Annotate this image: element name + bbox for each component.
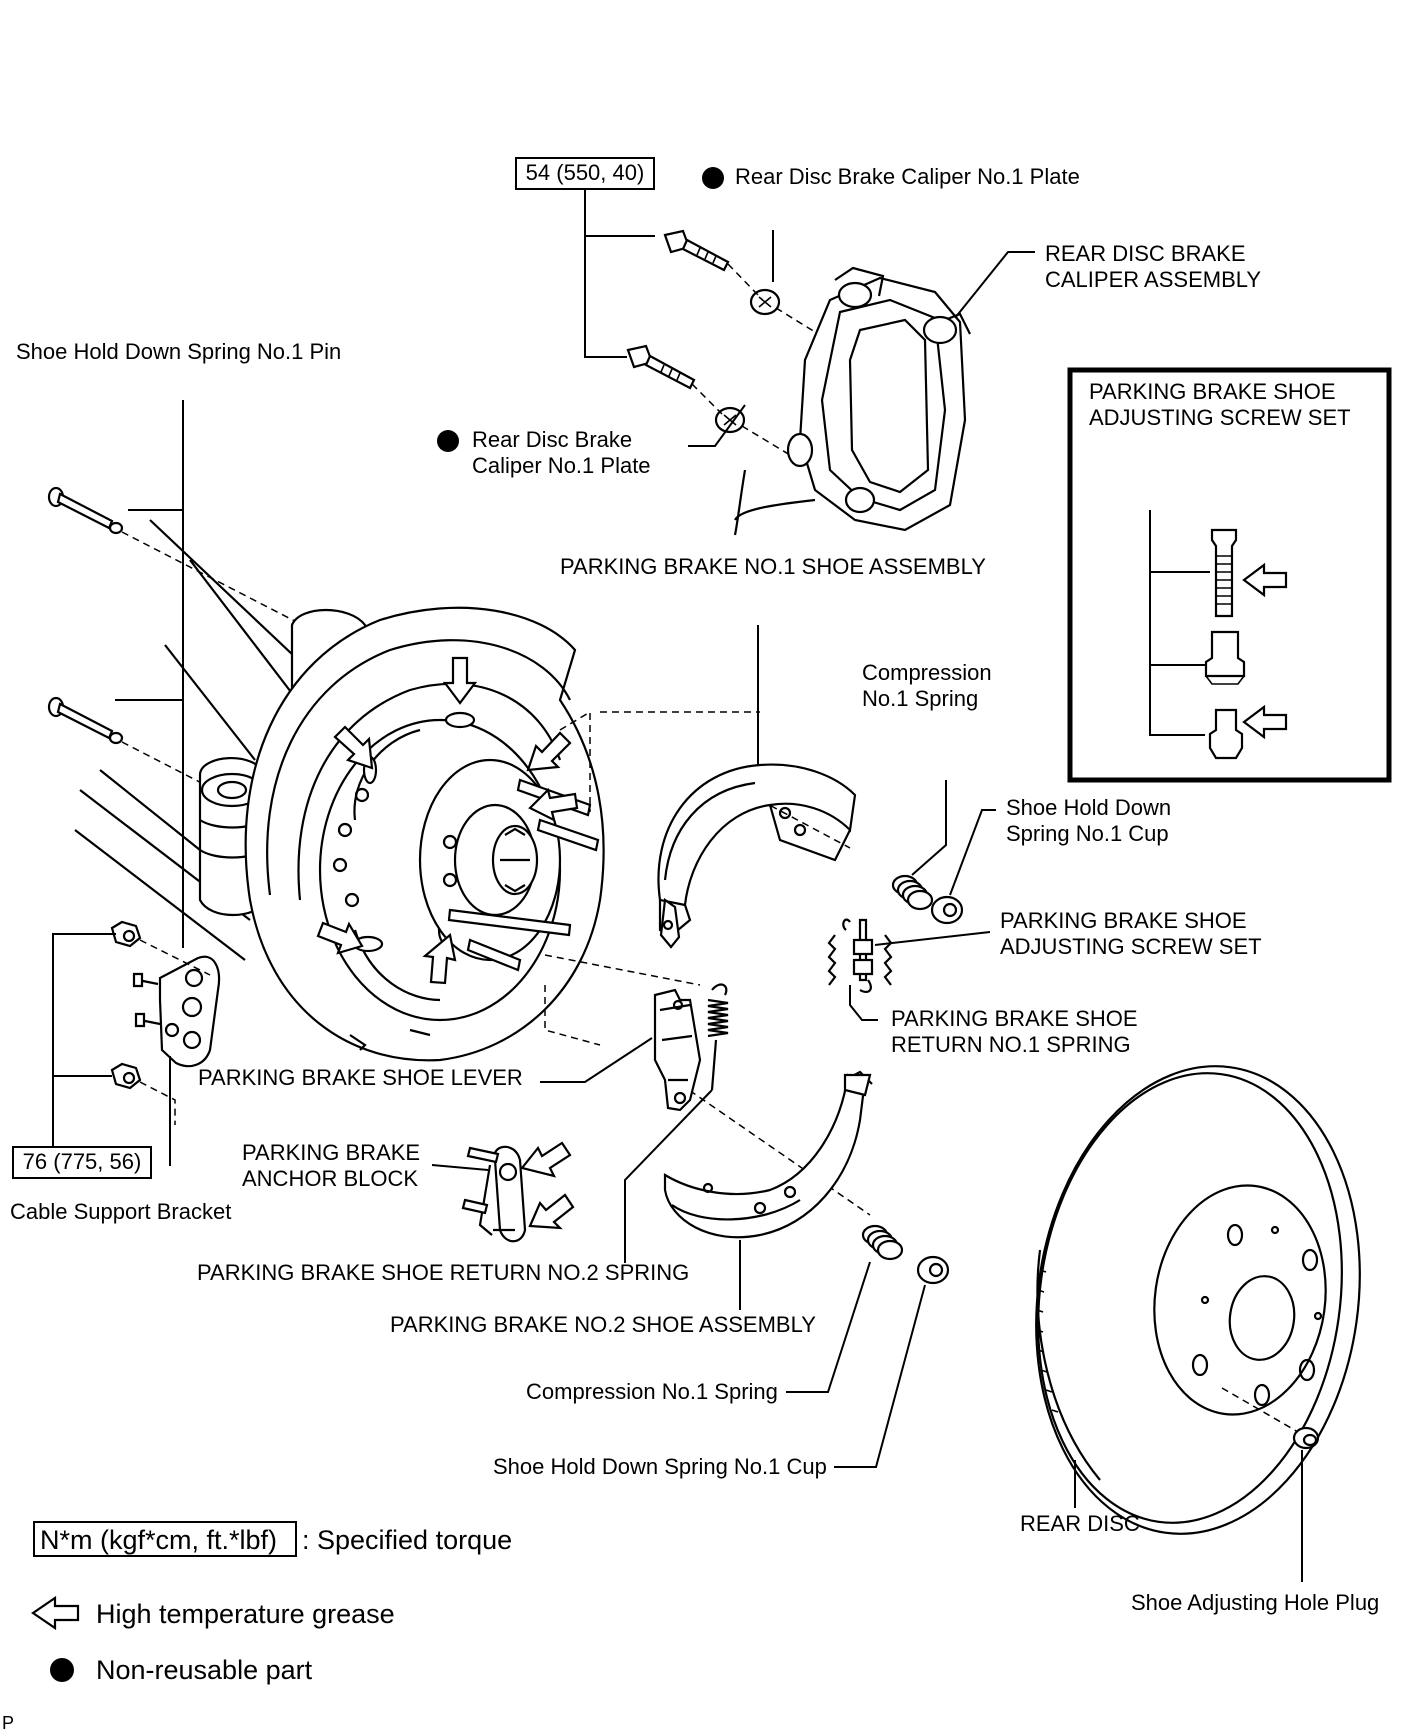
axle-hub [418,758,600,972]
torque-spec-top: 54 (550, 40) [515,157,655,190]
adjusting-screw-set [827,918,893,994]
grease-arrow-hub-top [526,731,572,772]
cup-lower-label: Shoe Hold Down Spring No.1 Cup [493,1454,827,1479]
anchor-block-label-2: ANCHOR BLOCK [242,1166,418,1191]
caliper-bolt-upper [663,229,730,272]
legend-nonreusable-text: Non-reusable part [96,1655,313,1685]
caliper-plate-upper [749,288,781,316]
return-no1-leader [849,985,878,1021]
caliper-assembly-label-1: REAR DISC BRAKE [1045,241,1246,266]
hole-plug [1292,1426,1320,1450]
compression-spring-upper [891,874,934,911]
grease-arrow-inset-2 [1242,704,1288,740]
compression-spring-lower [861,1224,904,1261]
anchor-block [461,1145,527,1243]
legend-grease-arrow [31,1595,80,1631]
hold-down-cup-upper [930,895,964,925]
caliper-assembly-leader [954,251,1035,319]
caliper-plate-mid-label-1: Rear Disc Brake [472,427,632,452]
compression-upper-label-2: No.1 Spring [862,686,978,711]
shoe-no2-assembly [663,1070,873,1239]
legend-torque-box: N*m (kgf*cm, ft.*lbf) [40,1525,277,1555]
legend-nonreusable-dot [50,1658,74,1682]
cable-support-bracket [132,955,221,1068]
cup-lower-leader [834,1284,926,1468]
grease-arrow-hub-mid [528,787,579,823]
inset-title-1: PARKING BRAKE SHOE [1089,379,1336,404]
grease-arrow-inset-1 [1242,562,1288,598]
caliper-assembly-label-2: CALIPER ASSEMBLY [1045,267,1261,292]
grease-arrow-anchor-top [520,1141,572,1178]
torque-bottom-label: 76 (775, 56) [23,1149,142,1174]
return-no1-label-1: PARKING BRAKE SHOE [891,1006,1138,1031]
return-spring-no2 [707,983,729,1091]
compression-upper-leader [911,780,947,876]
caliper-plate-lower [714,406,746,434]
inset-title-2: ADJUSTING SCREW SET [1089,405,1351,430]
bracket-bolt-lower [110,1062,142,1090]
bracket-bolt-upper [110,920,142,948]
grease-arrow-anchor-bottom [528,1193,575,1230]
hold-down-pin-label: Shoe Hold Down Spring No.1 Pin [16,339,341,364]
shoe-lever [653,988,702,1112]
torque-spec-bottom: 76 (775, 56) [12,1146,152,1179]
shoe-lever-leader [540,1037,653,1083]
torque-top-label: 54 (550, 40) [526,160,645,185]
hold-down-cup-lower [916,1255,950,1285]
rear-disc-label: REAR DISC [1020,1511,1140,1536]
adjusting-set-label-1: PARKING BRAKE SHOE [1000,908,1247,933]
cup-upper-label-2: Spring No.1 Cup [1006,821,1169,846]
caliper-plate-top-label: Rear Disc Brake Caliper No.1 Plate [735,164,1080,189]
torque-bottom-leader [52,933,116,1148]
grease-arrow-plate-top [442,656,478,705]
torque-top-leader [584,189,655,358]
grease-arrow-hub-bottom [422,932,457,985]
shoe-no2-label: PARKING BRAKE NO.2 SHOE ASSEMBLY [390,1312,816,1337]
return-no2-label: PARKING BRAKE SHOE RETURN NO.2 SPRING [197,1260,689,1285]
shoe-no1-assembly [657,763,857,949]
cup-upper-label-1: Shoe Hold Down [1006,795,1171,820]
nonreusable-dot-top [702,167,724,189]
cable-bracket-label: Cable Support Bracket [10,1199,231,1224]
compression-lower-label: Compression No.1 Spring [526,1379,778,1404]
caliper-plate-mid-leader [688,404,746,447]
legend: N*m (kgf*cm, ft.*lbf) : Specified torque… [31,1521,512,1685]
compression-lower-leader [786,1261,871,1393]
return-no2-leader [624,1089,713,1263]
rear-disc [1035,1065,1361,1535]
page-marker: P [2,1713,14,1733]
hold-down-pin-lower [47,696,124,745]
shoe-no1-label: PARKING BRAKE NO.1 SHOE ASSEMBLY [560,554,986,579]
caliper-plate-mid-label-2: Caliper No.1 Plate [472,453,651,478]
caliper-bolt-lower [626,344,696,390]
hold-down-pin-upper [47,486,124,535]
caliper-assembly [733,266,971,536]
adjusting-set-label-2: ADJUSTING SCREW SET [1000,934,1262,959]
hold-down-pin-leader [115,400,184,948]
grease-arrow-plate-bottom [316,921,364,955]
return-no1-label-2: RETURN NO.1 SPRING [891,1032,1131,1057]
anchor-block-leader [431,1164,489,1171]
legend-grease-text: High temperature grease [96,1599,395,1629]
compression-upper-label-1: Compression [862,660,992,685]
adjusting-screw-inset: PARKING BRAKE SHOE ADJUSTING SCREW SET [1067,367,1392,783]
grease-arrow-plate-left [333,725,374,770]
cup-upper-leader [949,809,996,896]
anchor-block-label-1: PARKING BRAKE [242,1140,420,1165]
nonreusable-dot-mid [437,430,459,452]
shoe-lever-label: PARKING BRAKE SHOE LEVER [198,1065,523,1090]
legend-torque-text: : Specified torque [302,1525,512,1555]
hole-plug-label: Shoe Adjusting Hole Plug [1131,1590,1379,1615]
adjusting-set-leader [874,931,991,946]
